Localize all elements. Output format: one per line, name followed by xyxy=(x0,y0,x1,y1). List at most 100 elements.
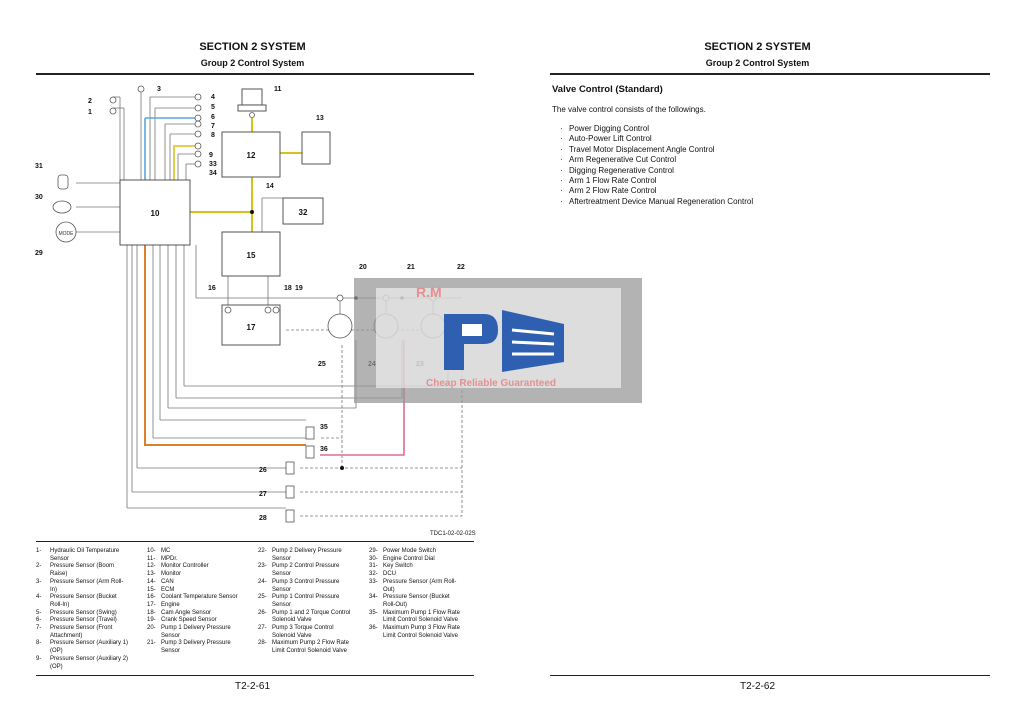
legend-item: 10- MC xyxy=(147,548,241,556)
right-section-title: SECTION 2 SYSTEM xyxy=(704,41,811,53)
legend-text: Pump 3 Delivery Pressure Sensor xyxy=(161,640,231,655)
diagram-boxes xyxy=(119,88,331,346)
legend-text: Maximum Pump 2 Flow Rate Limit Control S… xyxy=(272,640,350,655)
legend-text: Pump 2 Control Pressure Sensor xyxy=(272,563,340,578)
legend-text: Pump 1 Delivery Pressure Sensor xyxy=(161,625,231,639)
callout-1: 1 xyxy=(88,109,92,116)
legend-item: 31-Key Switch xyxy=(369,563,463,571)
callout-28: 28 xyxy=(259,515,267,522)
legend-number: 33- xyxy=(369,578,378,585)
legend-item: 28-Maximum Pump 2 Flow Rate Limit Contro… xyxy=(258,640,352,655)
legend-item: 33-Pressure Sensor (Arm Roll-Out) xyxy=(369,579,463,594)
legend-item: 8- Pressure Sensor (Auxiliary 1) (OP) xyxy=(36,640,130,655)
legend-text: CAN xyxy=(161,578,174,585)
legend-item: 29-Power Mode Switch xyxy=(369,548,463,556)
legend-number: 16- xyxy=(147,594,156,601)
legend-item: 26-Pump 1 and 2 Torque Control Solenoid … xyxy=(258,610,352,625)
legend-text: ECM xyxy=(161,586,175,593)
callout-20: 20 xyxy=(359,264,367,271)
legend-number: 20- xyxy=(147,625,156,632)
figure-code: TDC1-02-02-02S xyxy=(430,531,476,537)
legend-text: Hydraulic Oil Temperature Sensor xyxy=(50,548,120,562)
colored-lines xyxy=(144,117,405,456)
legend-item: 16- Coolant Temperature Sensor xyxy=(147,594,241,602)
legend-number: 30- xyxy=(369,555,378,562)
legend-number: 9- xyxy=(36,655,42,662)
legend-number: 36- xyxy=(369,625,378,632)
callout-33: 33 xyxy=(209,161,217,168)
legend-text: MC xyxy=(161,548,171,554)
legend-number: 4- xyxy=(36,594,42,601)
legend-item: 14- CAN xyxy=(147,579,241,587)
left-header-rule xyxy=(36,73,474,75)
callout-numbers: 2 1 3 4 5 6 7 8 9 33 34 11 13 14 16 18 1… xyxy=(35,86,465,522)
legend-number: 24- xyxy=(258,578,267,585)
legend-number: 31- xyxy=(369,563,378,570)
list-item: Arm Regenerative Cut Control xyxy=(560,155,753,165)
legend-text: Pump 3 Control Pressure Sensor xyxy=(272,578,340,593)
legend-number: 19- xyxy=(147,617,156,624)
legend-item: 18-Cam Angle Sensor xyxy=(147,610,241,618)
legend-item: 23-Pump 2 Control Pressure Sensor xyxy=(258,563,352,578)
legend-item: 7-Pressure Sensor (Front Attachment) xyxy=(36,625,130,640)
callout-25: 25 xyxy=(318,361,326,368)
legend-item: 22-Pump 2 Delivery Pressure Sensor xyxy=(258,548,352,563)
legend-item: 11-MPDr. xyxy=(147,556,241,564)
box-label-dcu: 32 xyxy=(299,208,308,217)
control-system-diagram: 10 12 32 15 17 MODE 2 xyxy=(35,85,465,523)
legend-number: 34- xyxy=(369,594,378,601)
legend-text: Cam Angle Sensor xyxy=(161,609,212,616)
legend-text: Pressure Sensor (Arm Roll-In) xyxy=(50,578,124,593)
box-labels: 10 12 32 15 17 xyxy=(151,151,308,332)
callout-8: 8 xyxy=(211,132,215,139)
watermark: R.M Cheap Reliable Guaranteed xyxy=(354,278,642,403)
legend-number: 17- xyxy=(147,601,156,608)
legend-item: 6- Pressure Sensor (Travel) xyxy=(36,617,130,625)
legend-number: 12- xyxy=(147,563,156,570)
watermark-logo-icon xyxy=(444,310,564,372)
legend-text: Pressure Sensor (Travel) xyxy=(50,617,117,624)
legend-number: 10- xyxy=(147,548,156,554)
legend-item: 9- Pressure Sensor (Auxiliary 2) (OP) xyxy=(36,656,130,671)
legend-text: Power Mode Switch xyxy=(383,548,437,554)
right-page-number: T2-2-62 xyxy=(739,681,775,692)
legend-item: 15-ECM xyxy=(147,587,241,595)
left-page-number: T2-2-61 xyxy=(234,681,270,692)
callout-30: 30 xyxy=(35,194,43,201)
legend-text: Coolant Temperature Sensor xyxy=(161,594,238,601)
legend-text: Pressure Sensor (Auxiliary 2) (OP) xyxy=(50,655,129,670)
legend-text: Maximum Pump 1 Flow Rate Limit Control S… xyxy=(383,609,461,624)
legend-text: Monitor xyxy=(161,571,182,578)
legend-number: 7- xyxy=(36,625,42,632)
legend-number: 6- xyxy=(36,617,42,624)
legend-text: Engine xyxy=(161,601,180,608)
legend-number: 14- xyxy=(147,578,156,585)
callout-4: 4 xyxy=(211,94,215,101)
watermark-panel xyxy=(376,288,621,388)
legend-text: Pressure Sensor (Bucket Roll-Out) xyxy=(383,594,450,608)
legend-text: Pump 2 Delivery Pressure Sensor xyxy=(272,548,342,562)
legend-item: 1-Hydraulic Oil Temperature Sensor xyxy=(36,548,130,563)
legend-number: 8- xyxy=(36,640,42,647)
legend-item: 34- Pressure Sensor (Bucket Roll-Out) xyxy=(369,594,463,609)
left-footer-rule xyxy=(36,675,474,676)
right-header-rule xyxy=(550,73,990,75)
callout-34: 34 xyxy=(209,170,217,177)
valve-control-intro: The valve control consists of the follow… xyxy=(552,105,706,114)
legend-text: Maximum Pump 3 Flow Rate Limit Control S… xyxy=(383,625,461,639)
callout-26: 26 xyxy=(259,467,267,474)
legend-text: DCU xyxy=(383,571,396,578)
callout-3: 3 xyxy=(157,86,161,93)
callout-14: 14 xyxy=(266,183,274,190)
list-item: Power Digging Control xyxy=(560,124,753,134)
callout-6: 6 xyxy=(211,114,215,121)
legend-text: Pressure Sensor (Auxiliary 1) (OP) xyxy=(50,640,129,655)
legend-item: 36- Maximum Pump 3 Flow Rate Limit Contro… xyxy=(369,625,463,640)
callout-31: 31 xyxy=(35,163,43,170)
watermark-logo-text: R.M xyxy=(416,284,442,300)
legend-item: 17- Engine xyxy=(147,602,241,610)
list-item: Digging Regenerative Control xyxy=(560,166,753,176)
